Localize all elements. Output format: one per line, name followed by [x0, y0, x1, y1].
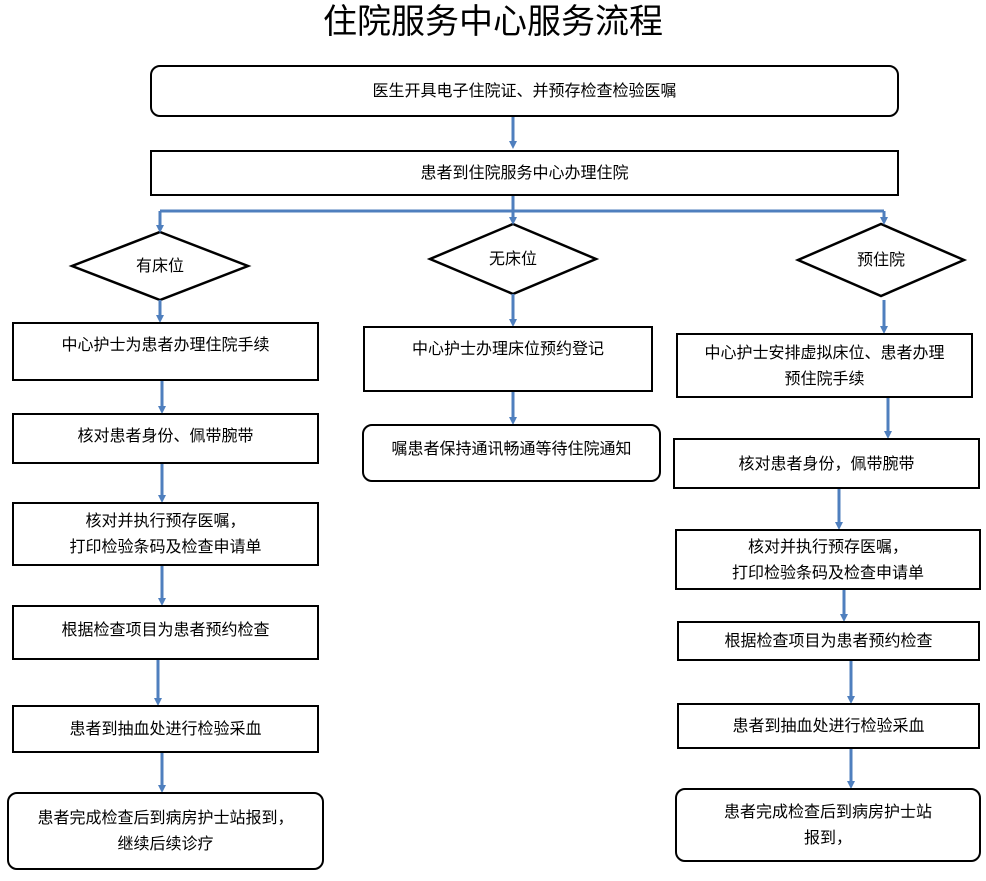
left-step-3: 核对并执行预存医嘱， 打印检验条码及检查申请单 — [12, 502, 319, 566]
left-step-2: 核对患者身份、佩带腕带 — [12, 413, 319, 464]
step-text: 核对患者身份，佩带腕带 — [738, 453, 915, 473]
right-step-2: 核对患者身份，佩带腕带 — [673, 438, 980, 489]
step-text: 核对患者身份、佩带腕带 — [77, 426, 254, 445]
left-step-1: 中心护士为患者办理住院手续 — [12, 322, 319, 381]
decision-label-pre-admission: 预住院 — [856, 250, 905, 269]
page-title: 住院服务中心服务流程 — [323, 2, 663, 42]
right-step-3: 核对并执行预存医嘱， 打印检验条码及检查申请单 — [675, 529, 981, 590]
right-step-6: 患者完成检查后到病房护士站 报到， — [675, 788, 981, 862]
step-text: 中心护士办理床位预约登记 — [411, 339, 604, 358]
step-text: 患者到住院服务中心办理住院 — [420, 163, 629, 182]
step-text: 患者完成检查后到病房护士站 报到， — [723, 802, 932, 847]
right-step-5: 患者到抽血处进行检验采血 — [677, 703, 980, 749]
step-text: 患者到抽血处进行检验采血 — [732, 716, 925, 735]
step-text: 医生开具电子住院证、并预存检查检验医嘱 — [372, 81, 677, 100]
step-text: 患者到抽血处进行检验采血 — [69, 719, 262, 738]
middle-step-2: 嘱患者保持通讯畅通等待住院通知 — [362, 424, 661, 482]
step-text: 核对并执行预存医嘱， 打印检验条码及检查申请单 — [69, 511, 262, 556]
step-text: 患者完成检查后到病房护士站报到， 继续后续诊疗 — [37, 808, 294, 853]
step-text: 嘱患者保持通讯畅通等待住院通知 — [391, 439, 632, 458]
decision-diamond-right — [794, 222, 968, 298]
step-text: 根据检查项目为患者预约检查 — [61, 620, 270, 639]
right-step-1: 中心护士安排虚拟床位、患者办理 预住院手续 — [676, 333, 973, 398]
middle-step-1: 中心护士办理床位预约登记 — [363, 326, 653, 392]
step-text: 中心护士安排虚拟床位、患者办理 预住院手续 — [704, 342, 945, 388]
decision-label-has-bed: 有床位 — [135, 256, 184, 275]
step-issue-admission-certificate: 医生开具电子住院证、并预存检查检验医嘱 — [150, 65, 899, 117]
step-text: 根据检查项目为患者预约检查 — [724, 631, 933, 650]
left-step-4: 根据检查项目为患者预约检查 — [12, 605, 319, 660]
step-text: 中心护士为患者办理住院手续 — [61, 335, 270, 354]
step-text: 核对并执行预存医嘱， 打印检验条码及检查申请单 — [731, 536, 924, 582]
right-step-4: 根据检查项目为患者预约检查 — [677, 621, 980, 661]
step-patient-at-service-center: 患者到住院服务中心办理住院 — [150, 150, 899, 196]
decision-label-no-bed: 无床位 — [488, 249, 537, 268]
left-step-5: 患者到抽血处进行检验采血 — [12, 705, 319, 753]
left-step-6: 患者完成检查后到病房护士站报到， 继续后续诊疗 — [7, 792, 324, 870]
